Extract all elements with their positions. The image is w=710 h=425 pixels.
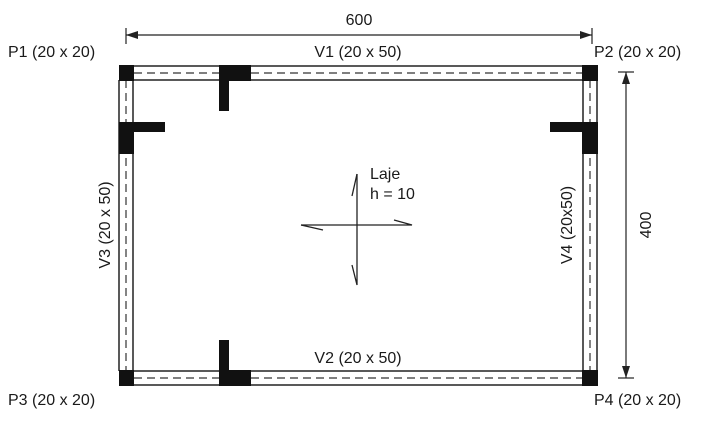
block-top-middle xyxy=(219,65,251,111)
dimension-width-arrow-left xyxy=(126,31,138,39)
slab-thickness-label: h = 10 xyxy=(370,186,415,203)
block-right-middle-arm xyxy=(550,122,582,132)
column-p4 xyxy=(582,370,598,386)
block-left-middle-vertical xyxy=(119,122,134,154)
beam-v1-label: V1 (20 x 50) xyxy=(314,44,401,61)
beam-v3-label: V3 (20 x 50) xyxy=(97,181,114,268)
column-p1 xyxy=(119,65,134,81)
column-p2-label: P2 (20 x 20) xyxy=(594,44,681,61)
slab-span-horizontal xyxy=(301,219,413,226)
block-top-middle-stem xyxy=(219,81,229,111)
block-right-middle-vertical xyxy=(582,122,598,154)
beam-v2 xyxy=(134,370,582,386)
dimension-height: 400 xyxy=(618,71,655,379)
column-p2 xyxy=(582,65,598,81)
column-p1-label: P1 (20 x 20) xyxy=(8,44,95,61)
slab-span-vertical-tail xyxy=(351,173,358,197)
dimension-width-arrow-right xyxy=(580,31,592,39)
slab-span-horizontal-tail xyxy=(300,224,324,231)
block-bottom-middle xyxy=(219,340,251,386)
dimension-height-label: 400 xyxy=(638,212,655,239)
column-p4-label: P4 (20 x 20) xyxy=(594,392,681,409)
block-left-middle xyxy=(119,122,165,154)
block-bottom-middle-flange xyxy=(219,370,251,386)
block-left-middle-arm xyxy=(134,122,165,132)
beam-v1 xyxy=(134,65,582,81)
column-p3 xyxy=(119,370,134,386)
beam-v4-label: V4 (20x50) xyxy=(559,186,576,264)
block-top-middle-flange xyxy=(219,65,251,81)
block-bottom-middle-stem xyxy=(219,340,229,370)
block-right-middle xyxy=(550,122,598,154)
slab-span-vertical xyxy=(351,174,358,286)
slab-name-label: Laje xyxy=(370,166,400,183)
slab-span-symbol xyxy=(300,173,413,286)
dimension-width: 600 xyxy=(125,12,593,44)
dimension-height-arrow-bottom xyxy=(622,366,630,378)
column-p3-label: P3 (20 x 20) xyxy=(8,392,95,409)
dimension-width-label: 600 xyxy=(346,12,373,29)
beam-v2-label: V2 (20 x 50) xyxy=(314,350,401,367)
dimension-height-arrow-top xyxy=(622,72,630,84)
